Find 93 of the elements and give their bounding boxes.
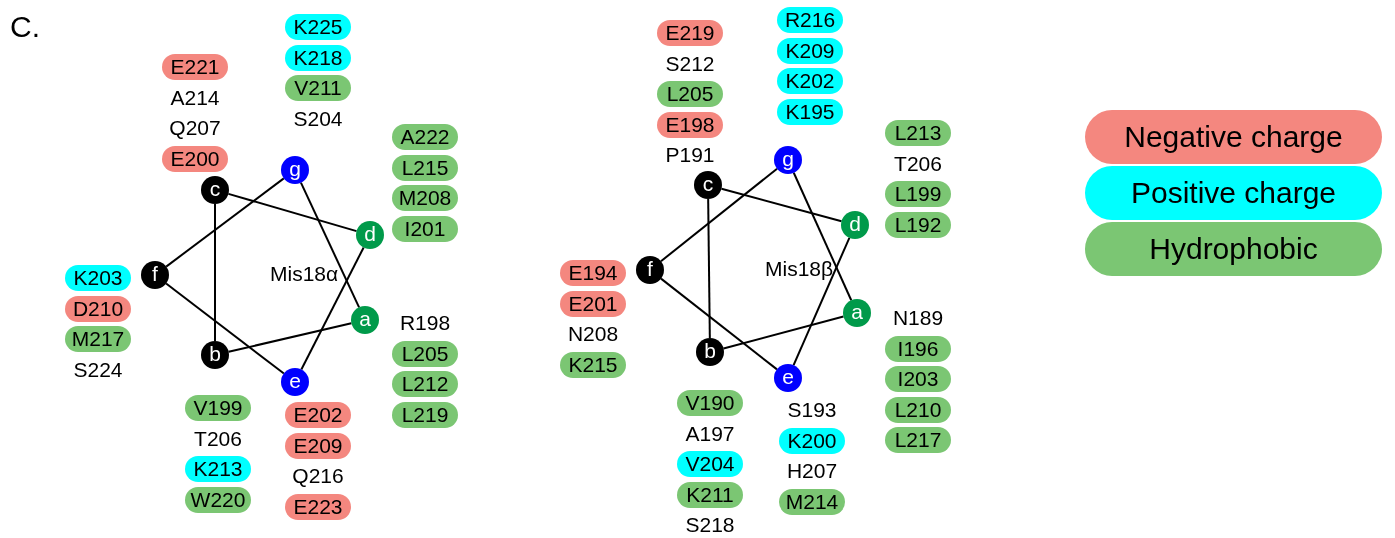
residue-pill: K195 bbox=[777, 98, 843, 125]
panel-letter: C. bbox=[10, 10, 40, 44]
position-circle: b bbox=[201, 341, 229, 369]
residue-pill: W220 bbox=[185, 486, 251, 513]
position-circle: c bbox=[201, 176, 229, 204]
connector-line bbox=[792, 236, 851, 367]
residue-pill: L213 bbox=[885, 120, 951, 146]
position-circle: f bbox=[636, 256, 664, 284]
connector-line bbox=[659, 167, 779, 263]
residue-pill: M214 bbox=[779, 488, 845, 515]
position-circle: d bbox=[841, 211, 869, 239]
residue-pill: L219 bbox=[392, 401, 458, 428]
residue-pill: L212 bbox=[392, 371, 458, 397]
residue-pill: L192 bbox=[885, 211, 951, 238]
residue-label: Q216 bbox=[292, 463, 344, 489]
position-circle: a bbox=[843, 299, 871, 327]
residue-pill: E194 bbox=[560, 260, 626, 286]
residue-label: S224 bbox=[73, 356, 123, 383]
connector-line bbox=[792, 171, 853, 302]
residue-pill: K200 bbox=[779, 427, 845, 454]
connector-line bbox=[214, 203, 216, 342]
residue-pill: I201 bbox=[392, 215, 458, 242]
connector-line bbox=[165, 282, 285, 375]
connector-line bbox=[299, 181, 361, 309]
residue-pill: K203 bbox=[65, 265, 131, 291]
residue-pill: M208 bbox=[392, 185, 458, 211]
position-circle: f bbox=[141, 261, 169, 289]
legend-item: Hydrophobic bbox=[1085, 222, 1382, 276]
residue-label: N208 bbox=[567, 321, 619, 347]
residue-pill: E223 bbox=[285, 493, 351, 520]
position-circle: g bbox=[281, 156, 309, 184]
residue-pill: L199 bbox=[885, 181, 951, 207]
residue-pill: V204 bbox=[677, 451, 743, 477]
position-circle: a bbox=[351, 306, 379, 334]
residue-pill: E202 bbox=[285, 402, 351, 428]
residue-pill: K215 bbox=[560, 351, 626, 378]
residue-pill: K225 bbox=[285, 14, 351, 40]
residue-label: T206 bbox=[894, 150, 942, 177]
residue-pill: K213 bbox=[185, 456, 251, 482]
residue-label: N189 bbox=[892, 305, 944, 331]
connector-line bbox=[720, 187, 843, 223]
residue-pill: E201 bbox=[560, 290, 626, 317]
residue-pill: A222 bbox=[392, 124, 458, 150]
residue-label: A214 bbox=[170, 84, 220, 111]
residue-label: T206 bbox=[194, 425, 242, 452]
position-circle: d bbox=[356, 221, 384, 249]
position-circle: g bbox=[774, 146, 802, 174]
residue-label: S204 bbox=[293, 105, 343, 132]
residue-label: Q207 bbox=[169, 115, 221, 141]
residue-pill: L205 bbox=[657, 81, 723, 107]
residue-pill: K202 bbox=[777, 68, 843, 94]
residue-pill: V199 bbox=[185, 395, 251, 421]
connector-line bbox=[227, 322, 353, 353]
residue-pill: V211 bbox=[285, 75, 351, 101]
residue-pill: L217 bbox=[885, 427, 951, 453]
position-circle: c bbox=[694, 171, 722, 199]
legend-item: Positive charge bbox=[1085, 166, 1382, 220]
residue-pill: K209 bbox=[777, 37, 843, 64]
position-circle: e bbox=[774, 364, 802, 392]
residue-pill: E221 bbox=[162, 54, 228, 80]
residue-label: H207 bbox=[786, 458, 838, 484]
connector-line bbox=[227, 192, 358, 233]
wheel-label: Mis18β bbox=[765, 257, 834, 281]
connector-line bbox=[707, 198, 711, 339]
residue-pill: M217 bbox=[65, 326, 131, 352]
residue-pill: K218 bbox=[285, 44, 351, 71]
residue-pill: D210 bbox=[65, 295, 131, 322]
residue-pill: K211 bbox=[677, 481, 743, 508]
residue-pill: L205 bbox=[392, 340, 458, 367]
wheel-label: Mis18α bbox=[270, 262, 339, 286]
connector-line bbox=[300, 246, 365, 371]
residue-pill: L215 bbox=[392, 154, 458, 181]
residue-label: S218 bbox=[685, 512, 735, 538]
residue-pill: E209 bbox=[285, 432, 351, 459]
residue-label: P191 bbox=[665, 142, 715, 168]
residue-label: S212 bbox=[665, 50, 715, 77]
residue-pill: E219 bbox=[657, 20, 723, 46]
residue-pill: E200 bbox=[162, 145, 228, 172]
residue-pill: L210 bbox=[885, 396, 951, 423]
residue-pill: I203 bbox=[885, 366, 951, 392]
position-circle: e bbox=[281, 368, 309, 396]
connector-line bbox=[660, 277, 778, 371]
residue-pill: I196 bbox=[885, 335, 951, 362]
legend-item: Negative charge bbox=[1085, 110, 1382, 164]
residue-pill: V190 bbox=[677, 390, 743, 416]
residue-pill: E198 bbox=[657, 111, 723, 138]
connector-line bbox=[722, 315, 845, 350]
residue-label: S193 bbox=[787, 397, 837, 423]
position-circle: b bbox=[696, 338, 724, 366]
connector-line bbox=[165, 177, 285, 268]
residue-pill: R216 bbox=[777, 7, 843, 33]
residue-label: R198 bbox=[399, 310, 451, 336]
residue-label: A197 bbox=[685, 420, 735, 447]
